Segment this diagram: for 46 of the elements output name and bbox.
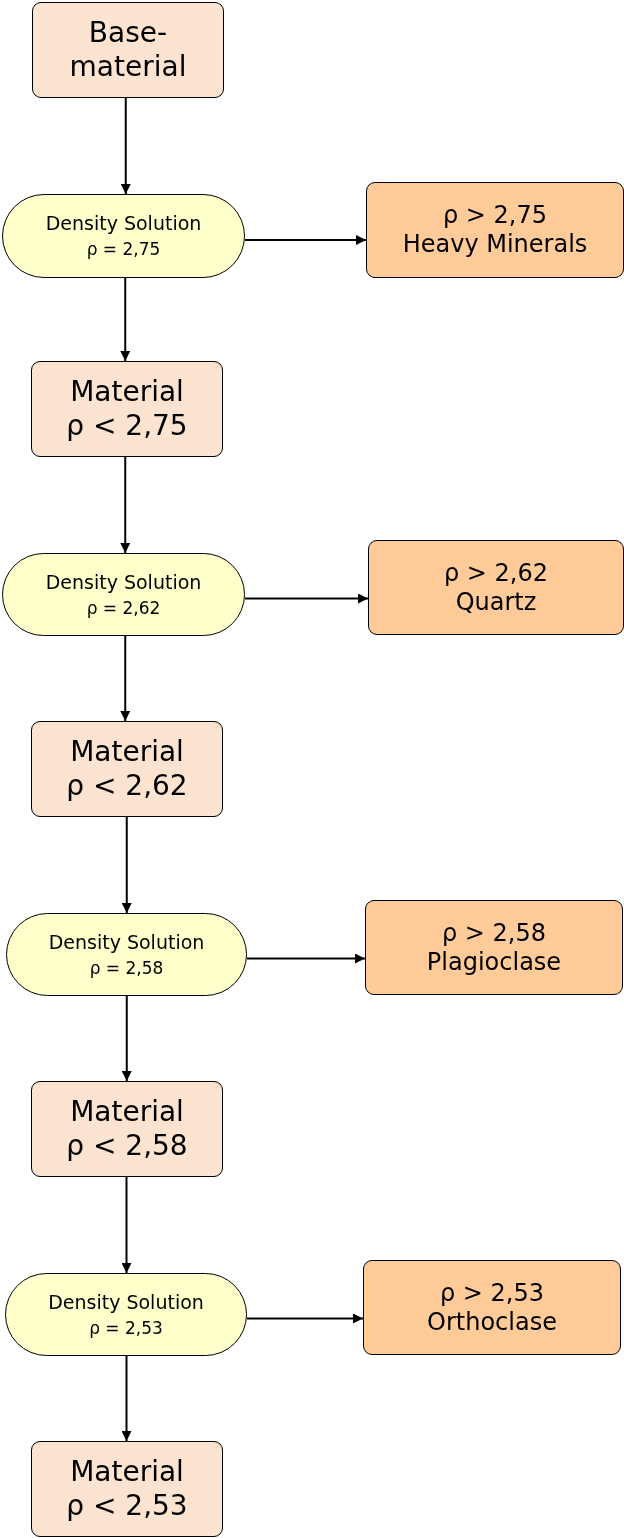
arrow <box>121 995 132 1082</box>
arrow <box>120 277 131 362</box>
arrow <box>246 953 366 964</box>
arrow <box>121 1355 132 1442</box>
arrow <box>244 593 369 604</box>
node-label: ρ = 2,75 <box>86 239 161 260</box>
result-box <box>368 540 624 635</box>
node-title: Material <box>70 1095 184 1129</box>
node-title: Material <box>70 375 184 409</box>
node-title: Material <box>70 735 184 769</box>
material-box <box>31 1081 223 1177</box>
node-label: ρ = 2,58 <box>89 957 164 979</box>
arrow <box>121 816 132 914</box>
arrow <box>246 1313 364 1324</box>
material-box <box>31 721 223 817</box>
node-title: Density Solution <box>45 570 202 594</box>
result-box <box>366 182 624 278</box>
node-label: ρ = 2,62 <box>86 597 161 619</box>
result-box <box>365 900 623 995</box>
node-label: ρ > 2,58 <box>441 918 546 948</box>
node-label: ρ < 2,53 <box>66 1489 188 1523</box>
node-label: Orthoclase <box>427 1307 557 1337</box>
arrow <box>120 635 131 722</box>
node-label: ρ > 2,75 <box>442 201 547 230</box>
material-box <box>31 361 223 457</box>
arrow <box>120 97 131 195</box>
node-label: ρ < 2,58 <box>66 1129 188 1163</box>
node-label: Plagioclase <box>426 947 562 977</box>
node-label: ρ < 2,62 <box>66 769 188 803</box>
node-label: ρ > 2,62 <box>443 558 548 588</box>
node-label: Quartz <box>455 587 537 617</box>
arrow <box>120 456 131 554</box>
node-title: Density Solution <box>45 212 202 236</box>
node-title: Density Solution <box>48 930 205 954</box>
material-box <box>31 1441 223 1537</box>
node-label: ρ = 2,53 <box>89 1317 163 1339</box>
node-title: Material <box>70 1455 184 1489</box>
result-box <box>363 1260 621 1355</box>
arrow <box>244 235 367 245</box>
node-label: Heavy Minerals <box>402 230 588 259</box>
node-title: Base-material <box>68 16 188 84</box>
node-label: ρ < 2,75 <box>66 409 188 443</box>
arrow <box>121 1176 132 1274</box>
node-label: ρ > 2,53 <box>439 1278 544 1308</box>
material-box <box>32 2 224 98</box>
node-title: Density Solution <box>48 1290 204 1314</box>
